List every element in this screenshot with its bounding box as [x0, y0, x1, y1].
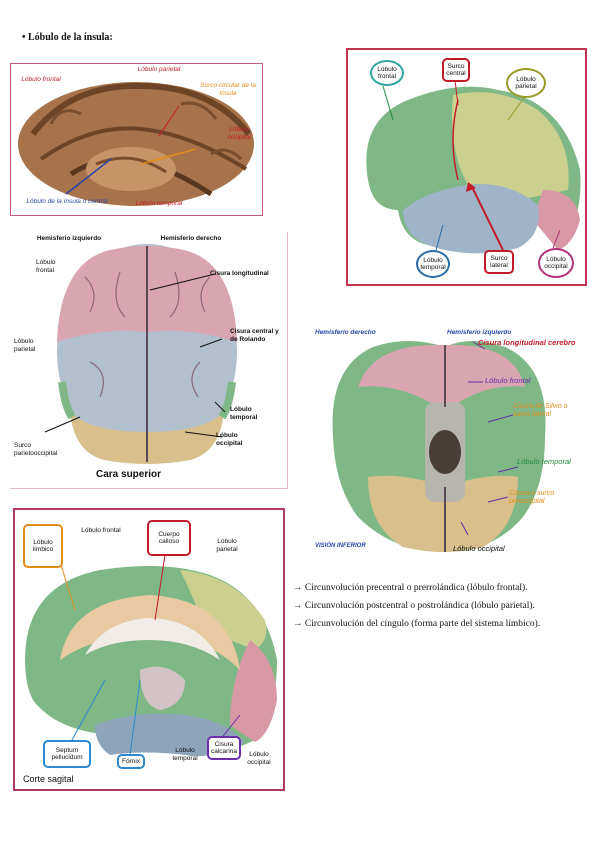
label-corte-sagital: Corte sagital [23, 774, 74, 784]
label-lobulo-temporal: Lóbulo temporal [172, 747, 198, 762]
label-hemisferio-derecho: Hemisferio derecho [315, 329, 376, 336]
label-surco-lateral: Surco lateral [484, 250, 514, 274]
label-hemisferio-izquierdo: Hemisferio izquierdo [447, 329, 512, 336]
lateral-brain-illustration [366, 79, 581, 254]
bullet-postcentral: → Circunvolución postcentral o postrolán… [293, 601, 535, 611]
label-lobulo-insula: Lóbulo de la ínsula o central [26, 198, 108, 205]
label-lobulo-parietal: Lóbulo parietal [216, 538, 238, 553]
insula-figure: Lóbulo frontal Lóbulo parietal Surco cir… [10, 63, 263, 216]
label-lobulo-frontal: Lóbulo frontal [370, 60, 404, 86]
section-heading: • Lóbulo de la ínsula: [22, 32, 113, 43]
label-lobulo-temporal: Lóbulo temporal [517, 457, 571, 466]
sagittal-brain-illustration [25, 554, 277, 757]
label-lobulo-occipital: Lóbulo occipital [216, 432, 243, 447]
inferior-view-figure: Hemisferio derecho Hemisferio izquierdo … [313, 327, 590, 555]
label-cisura-longitudinal-cerebro: Cisura longitudinal cerebro [478, 338, 576, 347]
label-hemisferio-derecho: Hemisferio derecho [160, 235, 222, 242]
label-surco-circular: Surco circular de la ínsula [200, 82, 256, 97]
label-lobulo-occipital: Lóbulo occipital [538, 248, 574, 278]
label-lobulo-occipital: Lóbulo occipital [227, 126, 251, 141]
label-cuerpo-calloso: Cuerpo calloso [147, 520, 191, 556]
label-lobulo-parietal: Lóbulo parietal [506, 68, 546, 98]
label-lobulo-temporal: Lóbulo temporal [230, 406, 258, 421]
label-surco-parietooccipital: Surco parietooccipital [14, 442, 58, 457]
sagittal-view-figure: Lóbulo límbico Lóbulo frontal Cuerpo cal… [13, 508, 285, 791]
label-lobulo-frontal: Lóbulo frontal [21, 76, 61, 83]
bullet-precentral: → Circunvolución precentral o prerrolánd… [293, 583, 528, 593]
label-vision-inferior: VISIÓN INFERIOR [315, 543, 366, 549]
label-cisura-central: Cisura central y de Rolando [230, 328, 279, 343]
label-hemisferio-izquierdo: Hemisferio izquierdo [36, 235, 102, 242]
inferior-brain-illustration [332, 341, 546, 552]
label-surco-preoccipital: Cisura o surco preoccipital [509, 490, 555, 505]
label-lobulo-occipital: Lóbulo occipital [453, 544, 505, 553]
label-lobulo-frontal: Lóbulo frontal [81, 527, 121, 534]
label-lobulo-occipital: Lóbulo occipital [247, 751, 271, 766]
label-lobulo-frontal: Lóbulo frontal [485, 376, 531, 385]
superior-brain-illustration [44, 244, 237, 464]
label-cisura-calcarina: Cisura calcarina [207, 736, 241, 760]
label-lobulo-temporal: Lóbulo temporal [416, 250, 450, 278]
label-fornix: Fórnix [117, 754, 145, 769]
label-cisura-longitudinal: Cisura longitudinal [210, 270, 269, 277]
label-septum-pellucidum: Septum pellucidum [43, 740, 91, 768]
label-cisura-de-silvio: Cisura de Silvio o surco lateral [513, 403, 568, 418]
label-lobulo-limbico: Lóbulo límbico [23, 524, 63, 568]
label-lobulo-temporal: Lóbulo temporal [135, 200, 183, 207]
label-surco-central: Surco central [442, 58, 470, 82]
bullet-cingulo: → Circunvolución del cíngulo (forma part… [293, 619, 541, 629]
label-lobulo-parietal: Lóbulo parietal [14, 338, 36, 353]
superior-view-figure: Hemisferio izquierdo Hemisferio derecho … [10, 232, 288, 489]
label-lobulo-parietal: Lóbulo parietal [137, 66, 181, 73]
insula-brain-illustration [18, 82, 254, 206]
label-cara-superior: Cara superior [96, 469, 162, 480]
label-lobulo-frontal: Lóbulo frontal [36, 259, 56, 274]
lateral-view-figure: Lóbulo frontal Surco central Lóbulo pari… [346, 48, 587, 286]
